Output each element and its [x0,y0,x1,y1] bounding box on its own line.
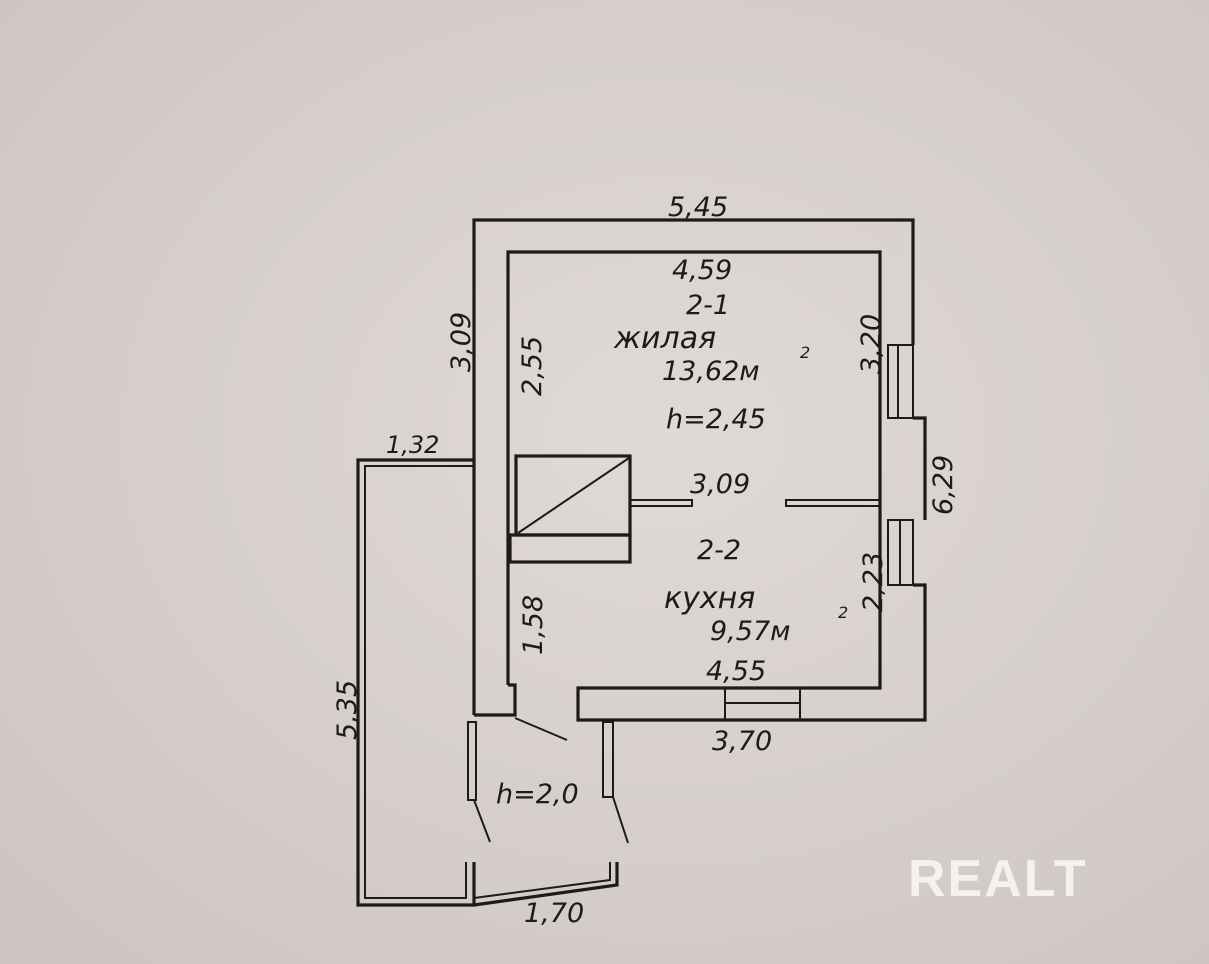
room-2-2-left-depth: 1,58 [518,595,549,655]
room-2-2-area: 9,57м [710,616,791,647]
room-2-2-id: 2-2 [697,535,741,566]
realt-watermark-logo: REALT [908,850,1087,908]
veranda-length: 5,35 [332,680,363,740]
room-2-1-id: 2-1 [686,290,730,321]
dim-outer-left: 3,09 [446,312,477,372]
room-2-1-left-depth: 2,55 [517,336,548,396]
dim-outer-right: 6,29 [928,455,959,515]
room-2-2-right-depth: 2,23 [858,552,889,612]
window-right-top [887,344,914,419]
stove [508,454,632,564]
room-2-1-right-depth: 3,20 [856,314,887,374]
room-2-2-area-sup: 2 [838,603,848,622]
room-2-1-area: 13,62м [662,356,760,387]
room-2-1-name: жилая [613,321,716,356]
room-2-2-width: 4,55 [706,656,766,687]
partition-wall [629,499,881,507]
veranda-bottom-width: 1,70 [524,898,584,929]
dim-outer-bottom: 3,70 [712,726,772,757]
window-right-bottom [887,519,914,586]
veranda-top-width: 1,32 [386,431,439,459]
veranda-height: h=2,0 [496,779,579,810]
dim-outer-top: 5,45 [668,192,728,223]
window-bottom [724,687,801,721]
veranda-walls [356,458,629,907]
room-2-2-name: кухня [664,581,755,616]
house-walls [472,218,927,722]
room-2-1-width: 4,59 [672,255,732,286]
room-2-1-area-sup: 2 [800,343,810,362]
room-2-1-height: h=2,45 [666,404,766,435]
partition-length: 3,09 [690,469,750,500]
